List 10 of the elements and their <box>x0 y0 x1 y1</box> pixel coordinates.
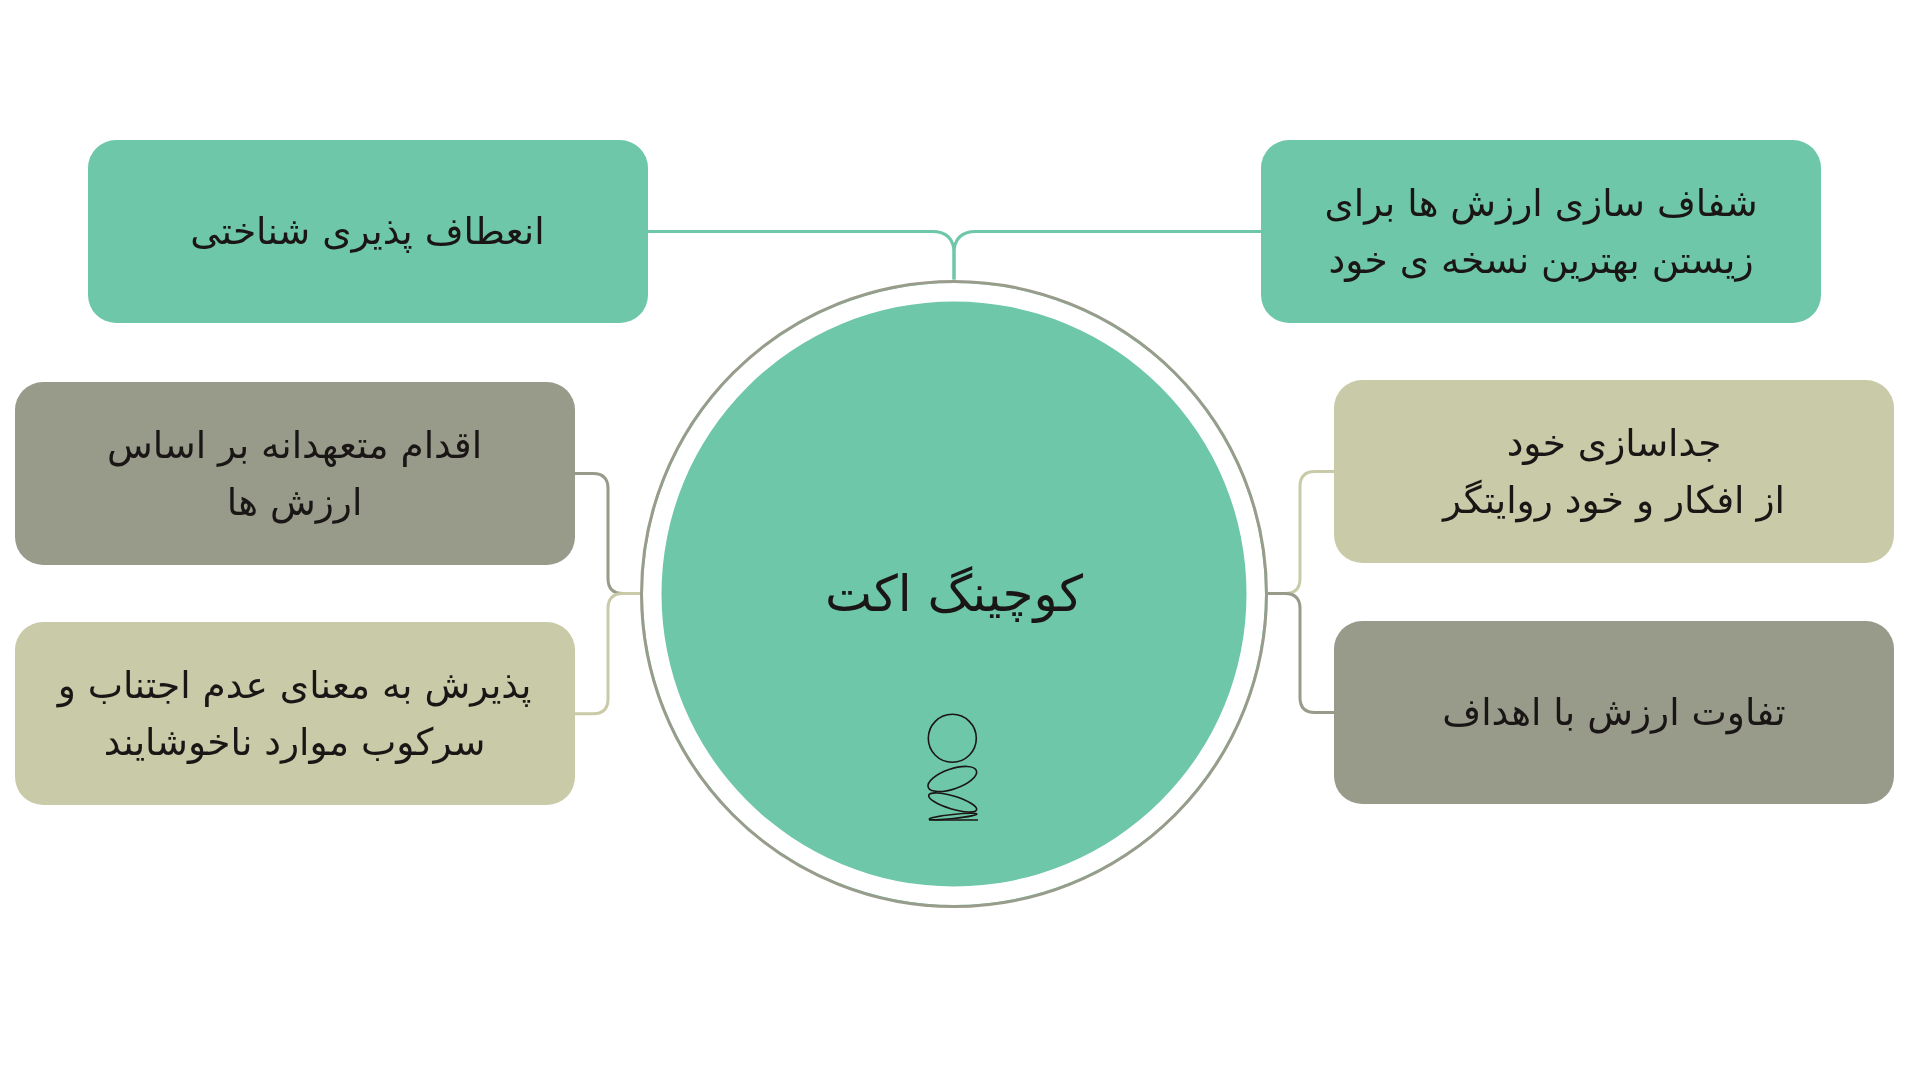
central-circle: کوچینگ اکت <box>640 279 1268 908</box>
topic-box: شفاف سازی ارزش ها برای زیستن بهترین نسخه ی خود <box>1261 140 1821 323</box>
topic-box: پذیرش به معنای عدم اجتناب و سرکوب موارد ناخوشایند <box>14 622 575 806</box>
connector-line <box>647 230 956 280</box>
topic-box: تفاوت ارزش با اهداف <box>1334 621 1894 804</box>
topic-box: اقدام متعهدانه بر اساس ارزش ها <box>14 382 575 565</box>
topic-box: جداسازی خود از افکار و خود روایتگر <box>1334 380 1894 563</box>
topic-box: انعطاف پذیری شناختی <box>87 140 648 323</box>
connector-line <box>574 592 640 716</box>
connector-line <box>1268 592 1334 714</box>
